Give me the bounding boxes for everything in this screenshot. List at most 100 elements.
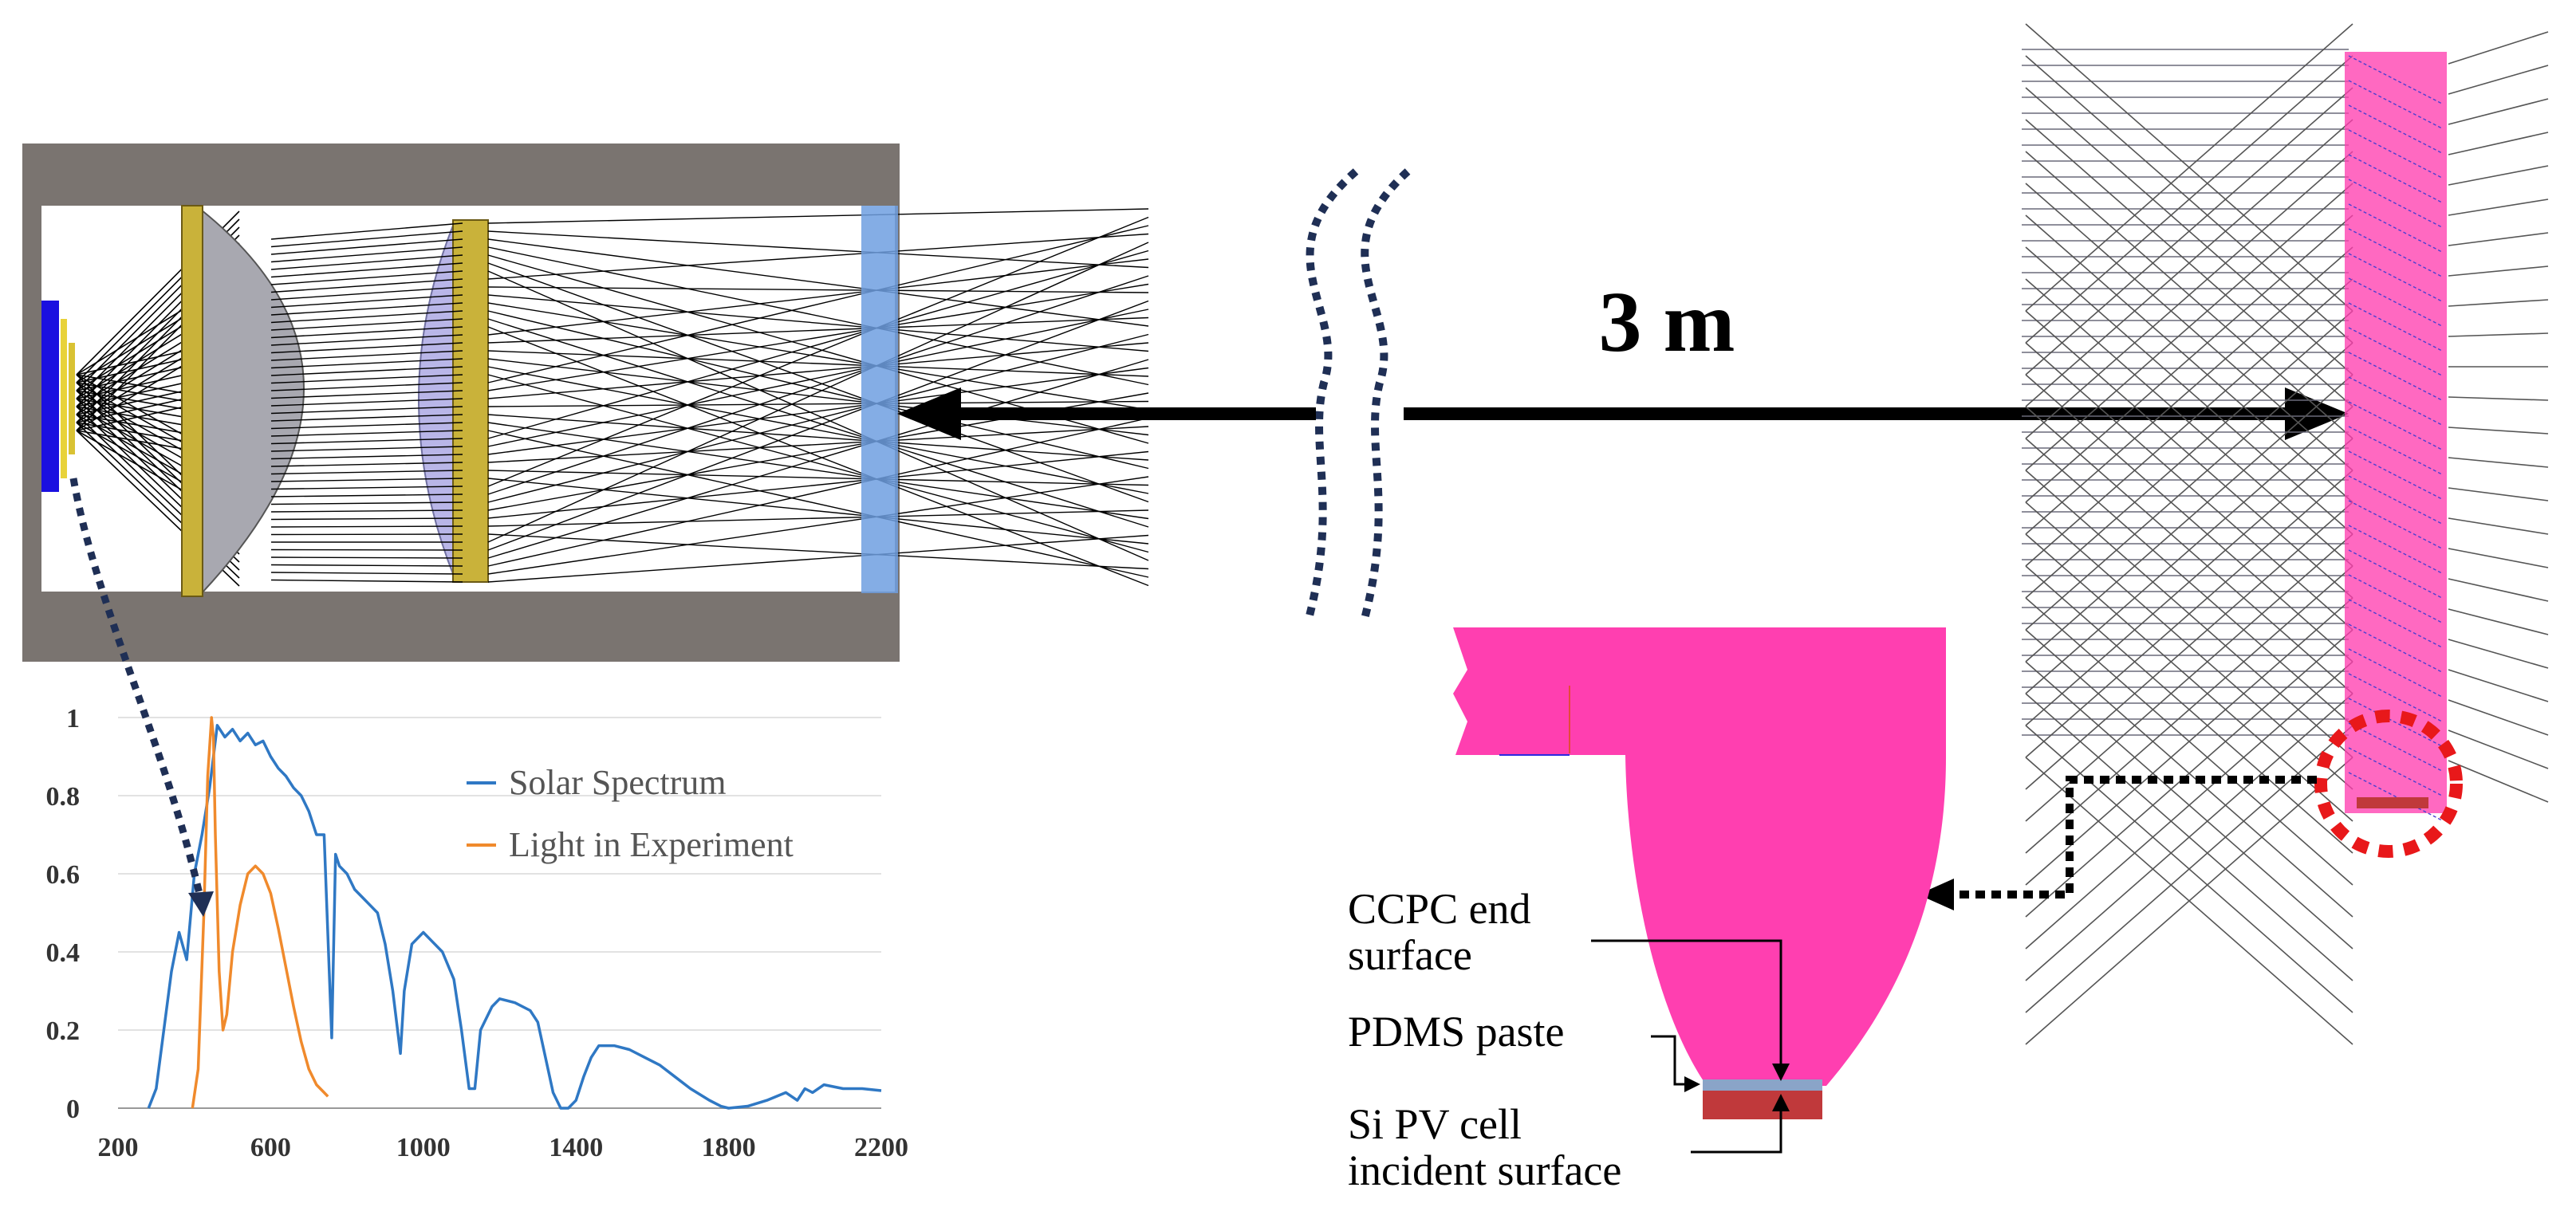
- leader-pdms-head: [1684, 1076, 1700, 1092]
- light-source-housing: [22, 144, 1149, 662]
- label-ccpc-end-2: surface: [1348, 931, 1472, 979]
- reflected-ray: [2448, 487, 2549, 501]
- lens-ray: [270, 326, 463, 339]
- internal-ray: [2348, 352, 2443, 401]
- reflected-ray: [2448, 699, 2549, 736]
- y-tick-label: 0.2: [46, 1016, 81, 1046]
- y-tick-label: 0: [66, 1095, 80, 1124]
- legend-label: Solar Spectrum: [509, 763, 727, 802]
- lens-ray: [270, 398, 463, 407]
- series-line: [191, 716, 329, 1109]
- lens-ray: [270, 556, 463, 559]
- bundle-ray: [487, 374, 1149, 553]
- internal-ray: [2348, 599, 2443, 648]
- bundle-ray: [487, 534, 1149, 583]
- reflected-ray: [2448, 729, 2549, 769]
- internal-ray: [2348, 401, 2443, 450]
- distance-label: 3 m: [1599, 275, 1735, 370]
- internal-ray: [2348, 104, 2443, 154]
- bundle-ray: [487, 509, 1149, 527]
- lens-ray: [270, 406, 463, 415]
- exit-window: [861, 206, 898, 593]
- reflected-ray: [2448, 265, 2549, 277]
- lens-ray: [270, 438, 463, 445]
- lens-ray: [270, 310, 463, 324]
- bundle-ray: [487, 250, 1149, 439]
- reflected-ray: [2448, 396, 2549, 401]
- internal-ray: [2348, 747, 2443, 796]
- internal-ray: [2348, 277, 2443, 327]
- trace-rays: [2022, 23, 2549, 1045]
- distance-arrow-right-shaft: [1404, 407, 2329, 420]
- internal-ray: [2348, 772, 2443, 821]
- bundle-ray: [487, 246, 1149, 386]
- lens-ray: [270, 254, 463, 270]
- chart-series: [147, 716, 882, 1110]
- bundle-ray: [487, 470, 1149, 486]
- internal-ray: [2348, 154, 2443, 203]
- lens-ray: [270, 278, 463, 293]
- lens-ray: [270, 382, 463, 391]
- series-line: [147, 724, 882, 1110]
- internal-ray: [2348, 450, 2443, 500]
- lens-ray: [270, 517, 463, 521]
- ccpc-zoom-shape: [1453, 627, 1946, 1086]
- bundle-ray: [487, 300, 1149, 551]
- lens-ray: [270, 454, 463, 460]
- bundle-ray: [487, 310, 1149, 470]
- oblique-ray: [2025, 725, 2353, 1013]
- break-mark-right: [1360, 168, 1411, 623]
- legend-label: Light in Experiment: [509, 825, 794, 864]
- bundle-ray: [487, 426, 1149, 463]
- internal-ray: [2348, 698, 2443, 747]
- bundle-ray: [487, 414, 1149, 461]
- lens-ray: [270, 350, 463, 361]
- lens-ray: [270, 334, 463, 346]
- bundle-ray: [487, 417, 1149, 567]
- distance-arrow-left-head: [897, 387, 961, 440]
- zoom-connector-head: [1918, 879, 1954, 910]
- led-yellow-layer: [61, 319, 67, 478]
- lens-ray: [270, 462, 463, 467]
- internal-ray: [2348, 376, 2443, 426]
- internal-ray: [2348, 327, 2443, 376]
- internal-ray: [2348, 525, 2443, 574]
- led-yellow-layer-2: [69, 343, 75, 454]
- lens-ray: [270, 302, 463, 316]
- zoom-highlight-circle: [2314, 710, 2463, 858]
- reflected-ray: [2448, 65, 2549, 95]
- oblique-ray: [2025, 661, 2353, 950]
- reflected-ray: [2448, 199, 2549, 216]
- lens-ray: [270, 374, 463, 384]
- lens-ray: [270, 478, 463, 482]
- lens-ray: [270, 422, 463, 430]
- reflected-ray: [2448, 98, 2549, 125]
- leader-si-pv-head: [1772, 1094, 1790, 1111]
- lens-ray: [270, 564, 463, 567]
- lens-ray: [270, 222, 463, 240]
- lens-ray: [270, 549, 463, 551]
- bundle-ray: [487, 225, 1149, 383]
- bundle-ray: [487, 283, 1149, 391]
- bundle-ray: [487, 275, 1149, 495]
- lens-2-holder: [452, 219, 489, 583]
- lens-ray: [270, 246, 463, 263]
- internal-ray: [2348, 203, 2443, 253]
- internal-ray: [2348, 80, 2443, 129]
- internal-ray: [2348, 179, 2443, 228]
- x-tick-label: 200: [98, 1133, 139, 1162]
- lens-ray: [270, 486, 463, 490]
- bundle-ray: [487, 478, 1149, 545]
- reflected-ray: [2448, 457, 2549, 468]
- lens-ray: [270, 238, 463, 255]
- bundle-ray: [487, 350, 1149, 377]
- lens-ray: [270, 470, 463, 475]
- bundle-ray: [487, 270, 1149, 561]
- internal-ray: [2348, 228, 2443, 277]
- lens-ray: [270, 493, 463, 497]
- reflected-ray: [2448, 669, 2549, 702]
- bundle-ray: [487, 262, 1149, 503]
- lens-ray: [270, 342, 463, 354]
